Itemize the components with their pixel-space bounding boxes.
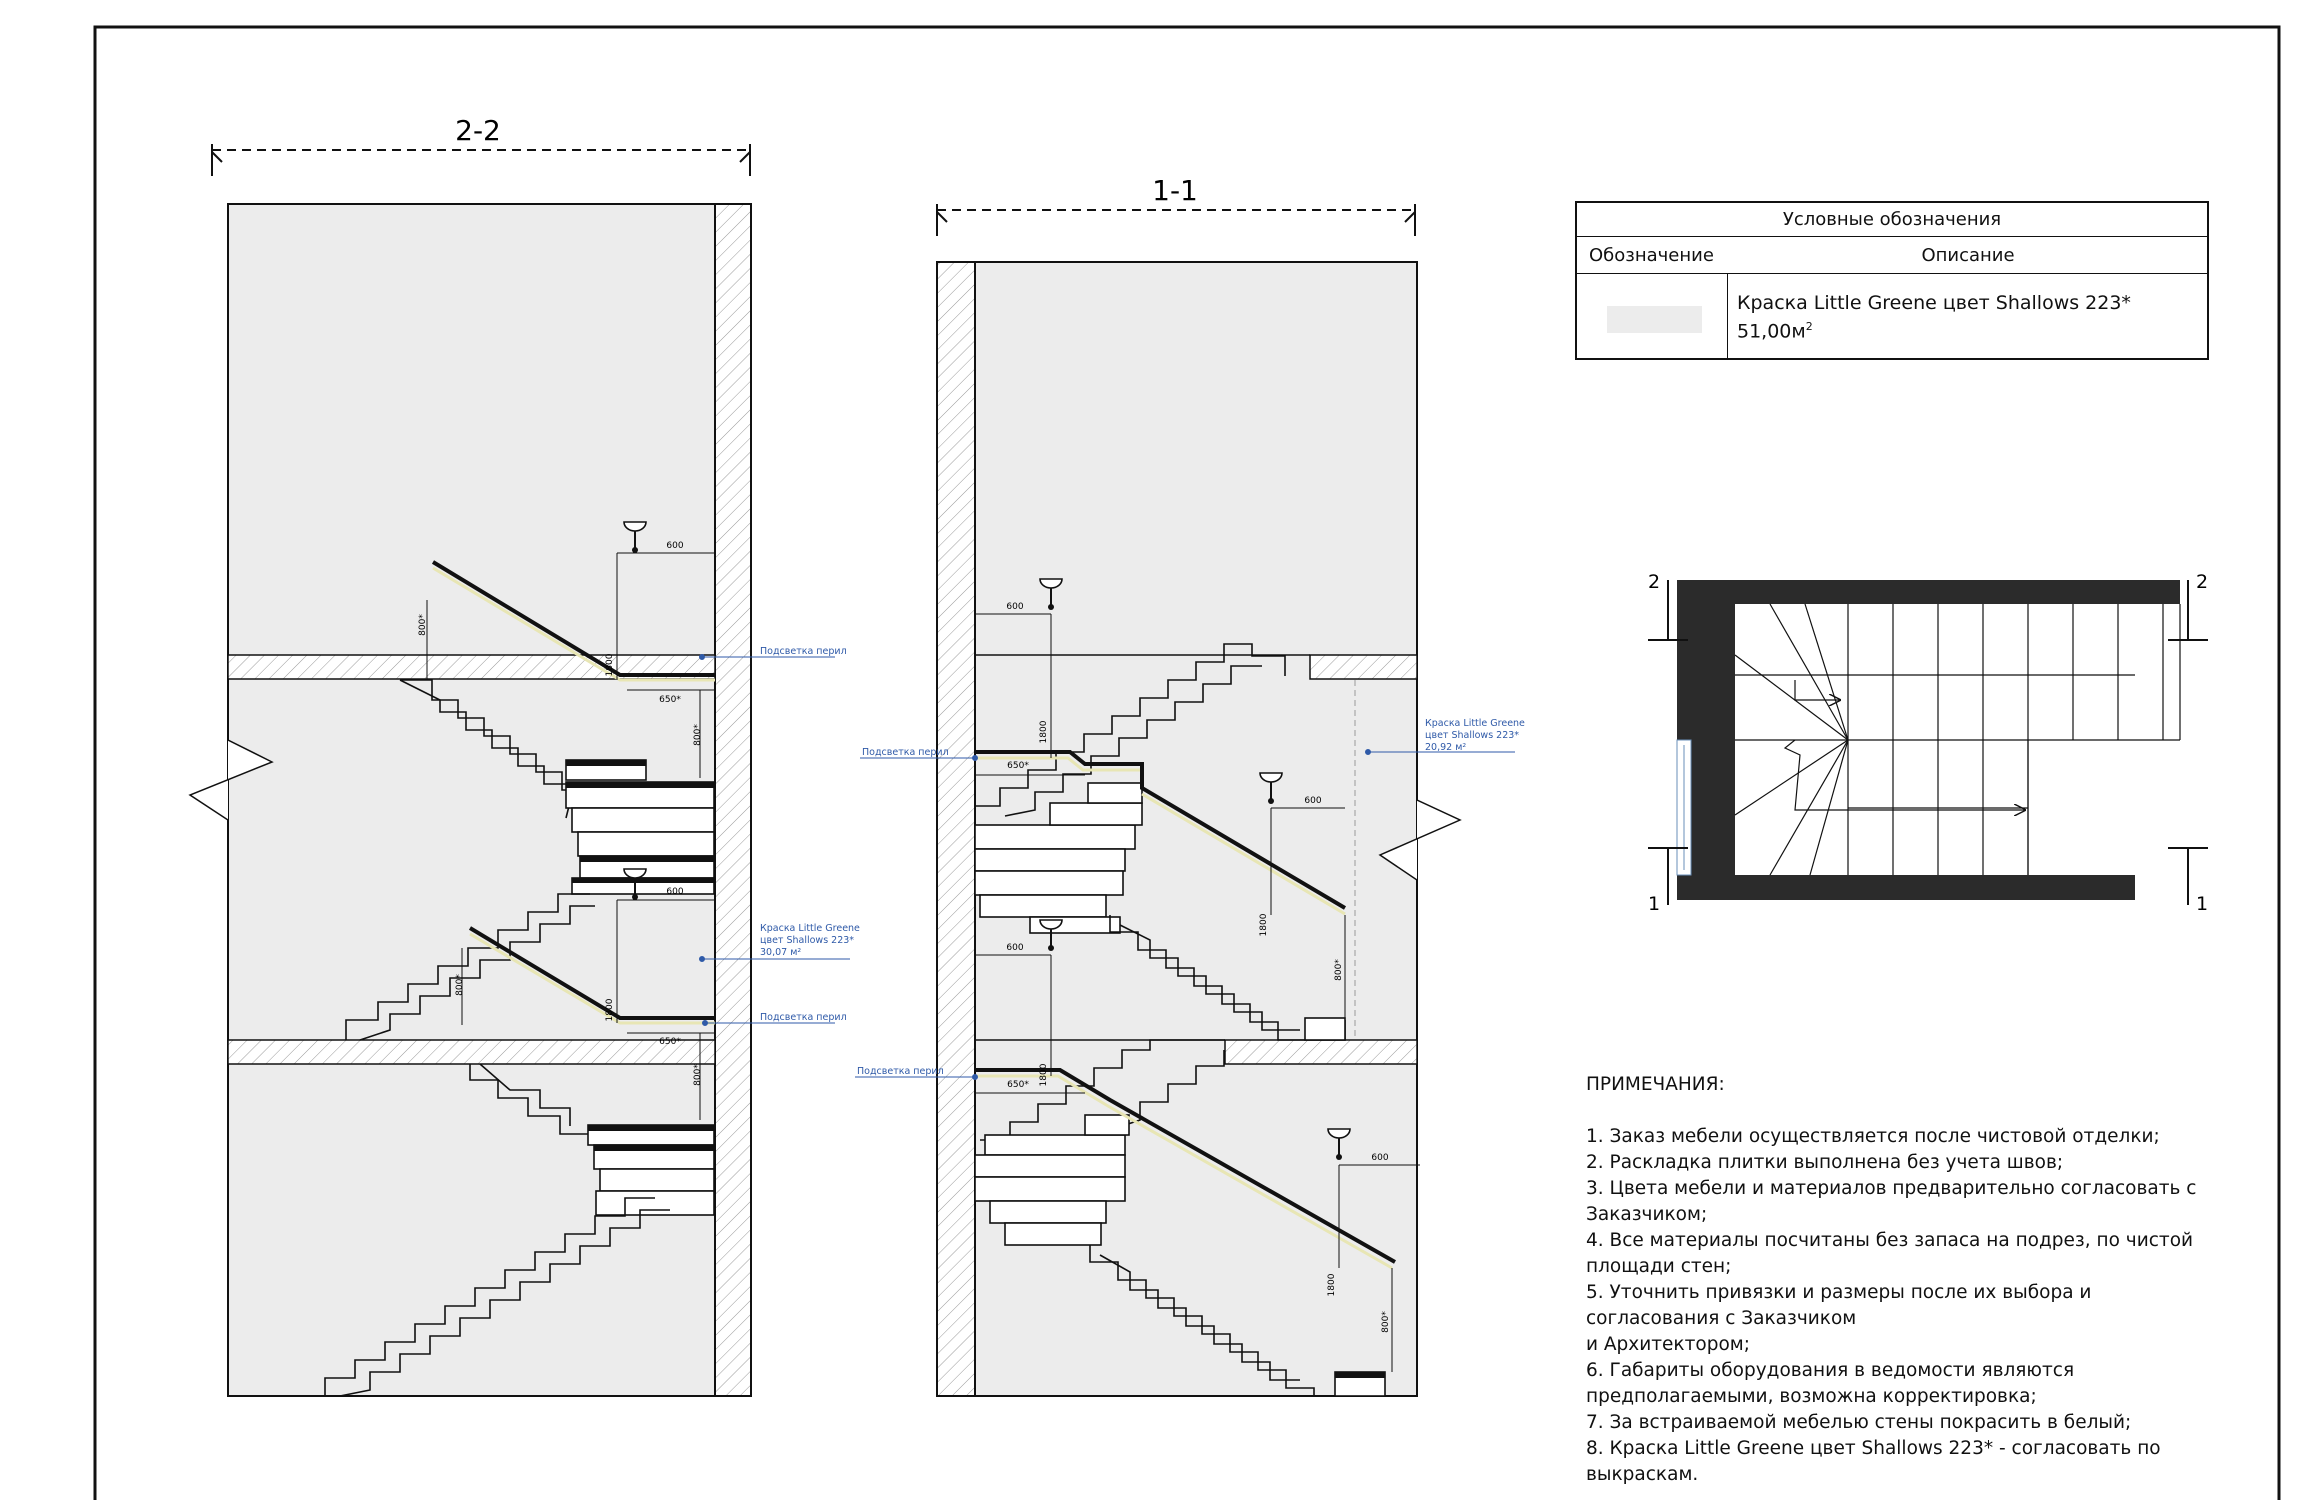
dimension-label: 600 — [666, 541, 683, 551]
dimension-label: 1800 — [1327, 1273, 1337, 1296]
dimension-label: 800* — [455, 974, 465, 996]
dimension-label: 600 — [1006, 943, 1023, 953]
note-item: 6. Габариты оборудования в ведомости явл… — [1586, 1360, 2075, 1407]
dimension-label: 650* — [659, 1037, 681, 1047]
notes-block: ПРИМЕЧАНИЯ: 1. Заказ мебели осуществляет… — [1586, 1072, 2226, 1488]
callout-area: 20,92 м² — [1425, 742, 1466, 753]
note-item: и Архитектором; — [1586, 1334, 1750, 1355]
note-item: 4. Все материалы посчитаны без запаса на… — [1586, 1230, 2194, 1277]
legend-row-area: 51,00м2 — [1737, 320, 1813, 343]
dimension-label: 1800 — [1039, 720, 1049, 743]
handrail-light — [975, 756, 1140, 772]
floor-slab — [227, 1039, 716, 1065]
winder-steps — [587, 1124, 715, 1216]
stair-flight — [980, 1039, 1225, 1141]
callout-area: 30,07 м² — [760, 947, 801, 958]
dimension-label: 800* — [693, 724, 703, 746]
section-mark: 1 — [1648, 893, 1660, 915]
section-mark: 2 — [1648, 571, 1660, 593]
stair-flight — [1109, 915, 1346, 1041]
section-2-2: 2-2 — [188, 114, 860, 1397]
dimension-label: 650* — [1007, 1080, 1029, 1090]
dimension-label: 800* — [693, 1064, 703, 1086]
key-plan: 2 2 1 1 — [1648, 571, 2208, 915]
note-item: 1. Заказ мебели осуществляется после чис… — [1586, 1126, 2160, 1147]
legend-table: Условные обозначения Обозначение Описани… — [1575, 201, 2209, 360]
notes-title: ПРИМЕЧАНИЯ: — [1586, 1074, 1725, 1095]
callout-paint: цвет Shallows 223* — [760, 935, 854, 946]
callout-paint: цвет Shallows 223* — [1425, 730, 1519, 741]
plan-wall — [1677, 580, 2180, 900]
dimension-label: 600 — [1371, 1153, 1388, 1163]
sheet-frame — [93, 25, 2281, 1500]
legend-divider — [1727, 274, 1728, 360]
legend-title: Условные обозначения — [1577, 203, 2207, 237]
wall-sconce-icon — [1039, 919, 1063, 951]
callout-handrail-light: Подсветка перил — [760, 1012, 847, 1023]
hatched-wall — [936, 261, 976, 1397]
section-label-2-2: 2-2 — [455, 114, 501, 147]
dimension-label: 800* — [1334, 959, 1344, 981]
wall-sconce-icon — [623, 868, 647, 900]
dimension-label: 800* — [1381, 1311, 1391, 1333]
callout-handrail-light: Подсветка перил — [857, 1066, 944, 1077]
handrail-light — [975, 1074, 1393, 1270]
note-item: 7. За встраиваемой мебелью стены покраси… — [1586, 1412, 2132, 1433]
handrail — [468, 926, 715, 1020]
section-mark: 1 — [2196, 893, 2208, 915]
floor-slab — [1224, 1039, 1418, 1065]
note-item: 2. Раскладка плитки выполнена без учета … — [1586, 1152, 2064, 1173]
legend-row-text: Краска Little Greene цвет Shallows 223* — [1737, 292, 2131, 314]
dimension-label: 1800 — [605, 998, 615, 1021]
callout-paint: Краска Little Greene — [1425, 718, 1525, 729]
dimension-label: 800* — [418, 614, 428, 636]
legend-col-symbol: Обозначение — [1577, 237, 1727, 274]
section-1-1: 1-1 — [855, 174, 1525, 1397]
dimension-label: 600 — [1006, 602, 1023, 612]
legend-col-description: Описание — [1727, 237, 2209, 274]
stair-flight — [1089, 1245, 1345, 1397]
wall-sconce-icon — [1259, 772, 1283, 804]
handrail — [975, 750, 1347, 910]
dimension-label: 600 — [666, 887, 683, 897]
legend-description: Краска Little Greene цвет Shallows 223* … — [1737, 291, 2131, 343]
note-item: 5. Уточнить привязки и размеры после их … — [1586, 1282, 2092, 1329]
wall-sconce-icon — [623, 521, 647, 553]
break-line — [188, 720, 274, 840]
handrail — [975, 1068, 1396, 1264]
dimension-label: 1800 — [605, 653, 615, 676]
stair-flight — [975, 643, 1286, 807]
handrail-light — [432, 566, 715, 682]
section-mark: 2 — [2196, 571, 2208, 593]
callout-paint: Краска Little Greene — [760, 923, 860, 934]
note-item: 3. Цвета мебели и материалов предварител… — [1586, 1178, 2197, 1225]
wall-sconce-icon — [1039, 578, 1063, 610]
note-item: 8. Краска Little Greene цвет Shallows 22… — [1586, 1438, 2161, 1485]
hatched-wall — [714, 203, 752, 1397]
dimension-label: 1800 — [1259, 913, 1269, 936]
dimension-label: 650* — [659, 695, 681, 705]
dimension-label: 600 — [1304, 796, 1321, 806]
dimension-label: 650* — [1007, 761, 1029, 771]
legend-swatch — [1607, 306, 1702, 333]
dimension-label: 1800 — [1039, 1063, 1049, 1086]
break-line — [1378, 780, 1462, 900]
floor-slab — [1309, 654, 1418, 680]
stair-flight — [345, 893, 590, 1040]
section-label-1-1: 1-1 — [1152, 174, 1198, 207]
callout-handrail-light: Подсветка перил — [862, 747, 949, 758]
callout-handrail-light: Подсветка перил — [760, 646, 847, 657]
winder-steps — [974, 1114, 1130, 1246]
handrail-light — [469, 932, 715, 1025]
wall-sconce-icon — [1327, 1128, 1351, 1160]
direction-arrow — [1794, 680, 1840, 700]
handrail — [431, 560, 715, 677]
stair-flight — [324, 1197, 655, 1396]
